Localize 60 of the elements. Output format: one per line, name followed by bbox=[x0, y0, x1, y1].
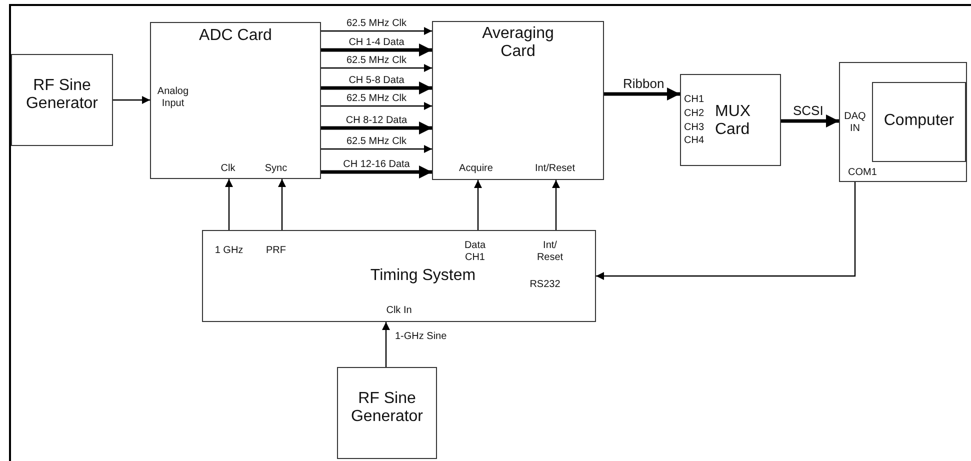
arrow bbox=[321, 64, 432, 72]
arrow bbox=[596, 182, 856, 280]
block-title: Averaging Card bbox=[481, 25, 555, 62]
port-label: RS232 bbox=[528, 279, 562, 290]
port-label: Clk bbox=[220, 163, 236, 174]
arrow bbox=[321, 44, 432, 56]
port-label: Int/ Reset bbox=[536, 240, 564, 263]
arrow bbox=[225, 179, 233, 230]
edge-label: CH 8-12 Data bbox=[344, 115, 408, 126]
arrow bbox=[474, 180, 482, 230]
arrow bbox=[382, 322, 390, 367]
port-label: 1 GHz bbox=[214, 245, 244, 256]
port-label: PRF bbox=[265, 245, 287, 256]
port-label: DAQ IN bbox=[843, 111, 867, 134]
edge-label: CH 1-4 Data bbox=[348, 37, 406, 48]
port-label: Acquire bbox=[458, 163, 494, 174]
edge-label: CH 12-16 Data bbox=[342, 159, 411, 170]
edge-label: 62.5 MHz Clk bbox=[346, 93, 408, 104]
port-label: Data CH1 bbox=[463, 240, 487, 263]
block-title: Timing System bbox=[369, 267, 477, 286]
block-box bbox=[337, 367, 437, 459]
block-box bbox=[432, 21, 604, 180]
edge-label: 62.5 MHz Clk bbox=[346, 55, 408, 66]
block-box bbox=[680, 74, 781, 166]
arrow bbox=[321, 145, 432, 153]
port-label: Analog Input bbox=[156, 86, 190, 109]
block-title: ADC Card bbox=[198, 27, 273, 46]
block-title: RF Sine Generator bbox=[24, 77, 100, 114]
block-title: Computer bbox=[882, 112, 956, 130]
block-box bbox=[202, 230, 596, 322]
arrow bbox=[278, 179, 286, 230]
arrow bbox=[604, 88, 680, 100]
block-box bbox=[11, 54, 113, 146]
arrow bbox=[321, 166, 432, 178]
arrow bbox=[321, 102, 432, 110]
edge-label: 62.5 MHz Clk bbox=[346, 18, 408, 29]
block-title: MUX Card bbox=[715, 103, 752, 140]
port-label: Int/Reset bbox=[534, 163, 576, 174]
arrow bbox=[321, 27, 432, 35]
block-box bbox=[150, 22, 321, 179]
port-label: CH4 bbox=[684, 135, 706, 146]
arrow bbox=[321, 82, 432, 94]
arrow bbox=[552, 180, 560, 230]
port-label: Sync bbox=[264, 163, 288, 174]
arrow bbox=[113, 96, 150, 104]
arrow bbox=[781, 114, 839, 128]
block-box bbox=[872, 82, 966, 162]
port-label: Clk In bbox=[385, 305, 413, 316]
arrow bbox=[321, 122, 432, 134]
edge-label: CH 5-8 Data bbox=[348, 75, 406, 86]
block-box bbox=[839, 62, 967, 182]
port-label: CH2 bbox=[684, 108, 706, 120]
edge-label: 62.5 MHz Clk bbox=[346, 136, 408, 147]
edge-label: Ribbon bbox=[622, 77, 666, 92]
port-label: COM1 bbox=[848, 167, 878, 178]
edge-label: SCSI bbox=[792, 104, 824, 118]
port-label: CH1 bbox=[684, 94, 706, 106]
block-title: RF Sine Generator bbox=[350, 390, 424, 427]
edge-label: 1-GHz Sine bbox=[394, 330, 448, 342]
port-label: CH3 bbox=[684, 122, 706, 134]
